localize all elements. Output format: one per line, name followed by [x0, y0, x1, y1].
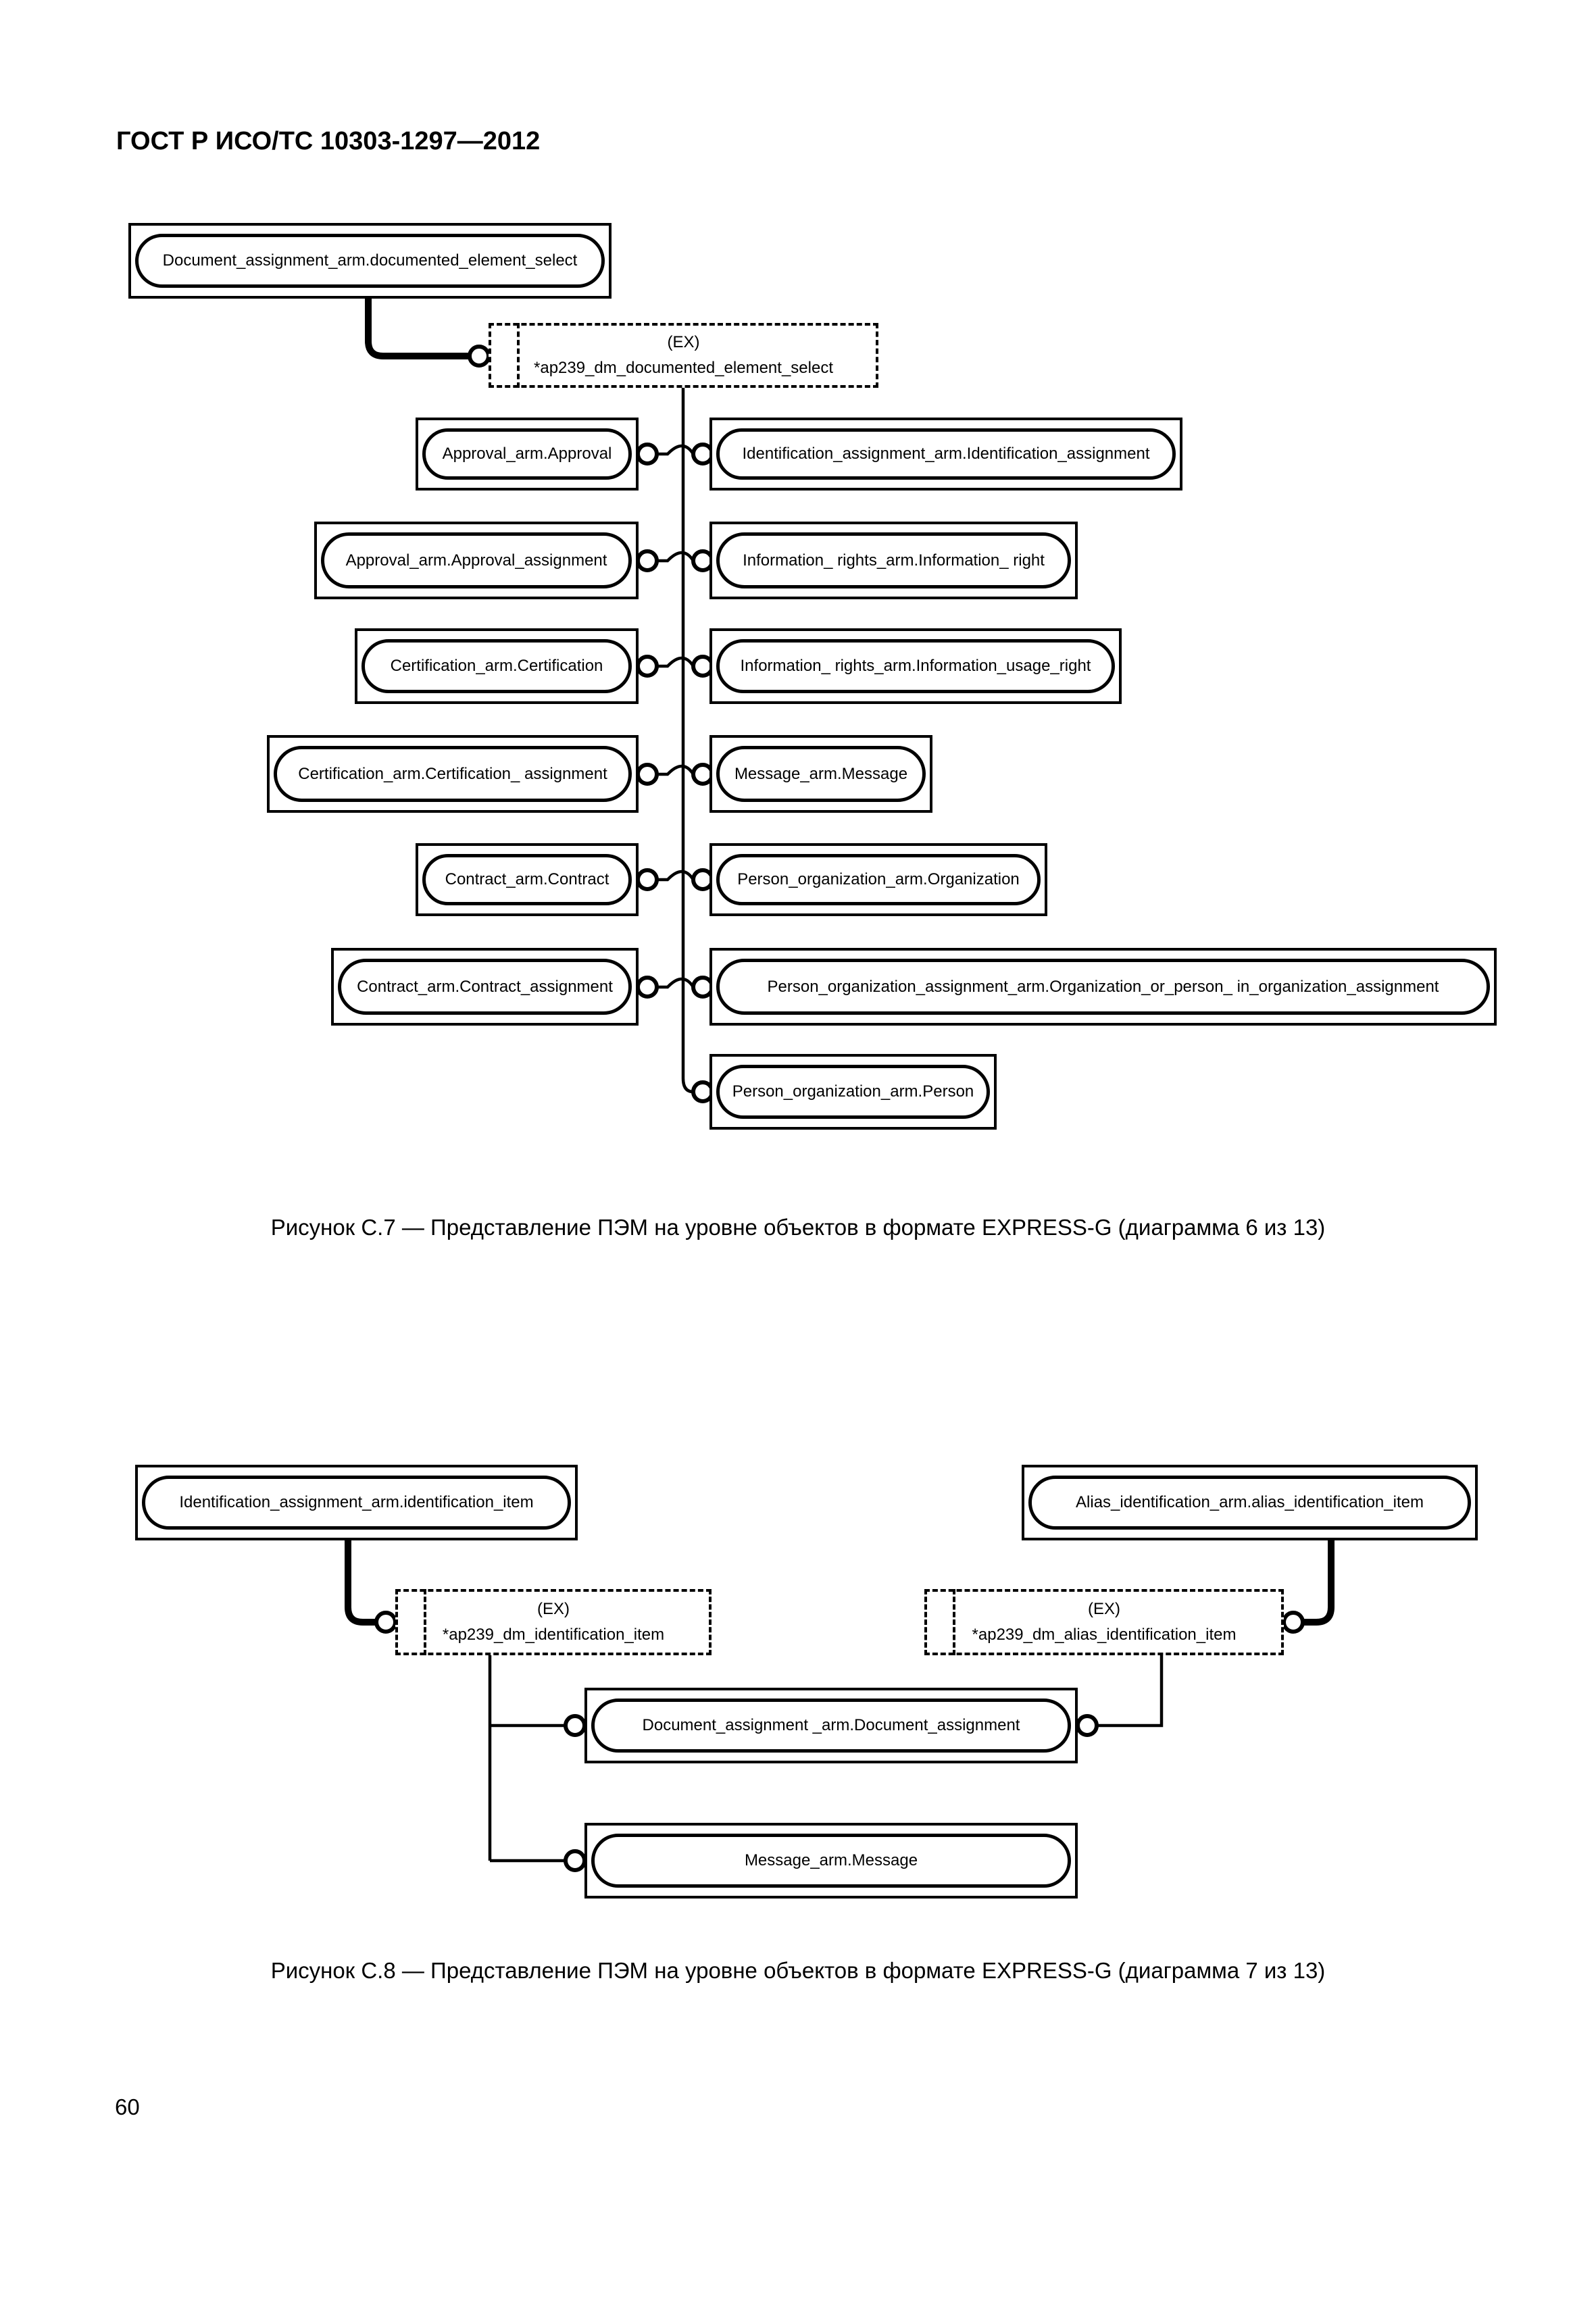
- entity-box: Person_organization_arm.Organization: [709, 843, 1047, 916]
- entity-label: Approval_arm.Approval: [422, 428, 632, 480]
- select-type-box: (EX) *ap239_dm_identification_item: [395, 1589, 712, 1655]
- entity-box: Person_organization_assignment_arm.Organ…: [709, 948, 1497, 1026]
- select-type-box: (EX) *ap239_dm_documented_element_select: [489, 323, 878, 388]
- entity-label: Document_assignment_arm.documented_eleme…: [135, 234, 605, 288]
- entity-box: Approval_arm.Approval_assignment: [314, 522, 639, 599]
- select-divider: [517, 323, 520, 388]
- select-tag: (EX): [537, 1600, 570, 1618]
- d2-left-branch-lines: [488, 1655, 587, 1872]
- entity-box: Approval_arm.Approval: [416, 418, 639, 491]
- entity-label: Document_assignment _arm.Document_assign…: [591, 1699, 1071, 1753]
- d2-supertype-elbow-right: [1282, 1537, 1335, 1634]
- entity-box: Contract_arm.Contract: [416, 843, 639, 916]
- figure-caption-c7: Рисунок С.7 — Представление ПЭМ на уровн…: [270, 1215, 1326, 1240]
- entity-box: Contract_arm.Contract_assignment: [331, 948, 639, 1026]
- entity-label: Information_ rights_arm.Information_usag…: [716, 639, 1115, 693]
- entity-box: Certification_arm.Certification: [355, 628, 639, 704]
- entity-label: Message_arm.Message: [591, 1834, 1071, 1888]
- entity-label: Alias_identification_arm.alias_identific…: [1028, 1476, 1471, 1530]
- d1-supertype-elbow: [365, 295, 491, 368]
- select-name: *ap239_dm_identification_item: [442, 1626, 665, 1644]
- entity-label: Certification_arm.Certification_ assignm…: [274, 746, 632, 802]
- entity-label: Approval_arm.Approval_assignment: [321, 532, 632, 588]
- page-header: ГОСТ Р ИСО/ТС 10303-1297—2012: [116, 127, 541, 155]
- entity-label: Contract_arm.Contract_assignment: [338, 959, 632, 1015]
- entity-box: Identification_assignment_arm.Identifica…: [709, 418, 1182, 491]
- entity-box: Information_ rights_arm.Information_usag…: [709, 628, 1122, 704]
- figure-caption-c8: Рисунок С.8 — Представление ПЭМ на уровн…: [270, 1958, 1326, 1983]
- entity-box: Certification_arm.Certification_ assignm…: [267, 735, 639, 813]
- select-name: *ap239_dm_alias_identification_item: [972, 1626, 1237, 1644]
- select-type-box: (EX) *ap239_dm_alias_identification_item: [924, 1589, 1284, 1655]
- entity-box: Person_organization_arm.Person: [709, 1054, 997, 1130]
- entity-label: Identification_assignment_arm.Identifica…: [716, 428, 1176, 480]
- d2-right-branch-lines: [1076, 1655, 1164, 1737]
- entity-label: Contract_arm.Contract: [422, 854, 632, 905]
- select-divider: [953, 1589, 955, 1655]
- page-number: 60: [115, 2094, 140, 2119]
- entity-label: Certification_arm.Certification: [361, 639, 632, 693]
- entity-label: Person_organization_arm.Organization: [716, 854, 1041, 905]
- entity-label: Person_organization_arm.Person: [716, 1065, 990, 1119]
- d2-supertype-elbow-left: [345, 1537, 397, 1634]
- entity-label: Identification_assignment_arm.identifica…: [142, 1476, 571, 1530]
- d1-row-connectors: [636, 443, 714, 1103]
- entity-box: Message_arm.Message: [584, 1823, 1078, 1898]
- entity-box: Information_ rights_arm.Information_ rig…: [709, 522, 1078, 599]
- entity-box-root-right: Alias_identification_arm.alias_identific…: [1022, 1465, 1478, 1540]
- entity-label: Information_ rights_arm.Information_ rig…: [716, 532, 1071, 588]
- entity-box-root: Document_assignment_arm.documented_eleme…: [128, 223, 612, 299]
- entity-box: Message_arm.Message: [709, 735, 932, 813]
- entity-box-root-left: Identification_assignment_arm.identifica…: [135, 1465, 578, 1540]
- entity-box: Document_assignment _arm.Document_assign…: [584, 1688, 1078, 1763]
- select-divider: [424, 1589, 426, 1655]
- d1-trunk-line: [681, 388, 694, 1094]
- select-tag: (EX): [1088, 1600, 1120, 1618]
- entity-label: Message_arm.Message: [716, 746, 926, 802]
- entity-label: Person_organization_assignment_arm.Organ…: [716, 959, 1490, 1015]
- select-tag: (EX): [667, 333, 700, 351]
- select-name: *ap239_dm_documented_element_select: [534, 359, 833, 377]
